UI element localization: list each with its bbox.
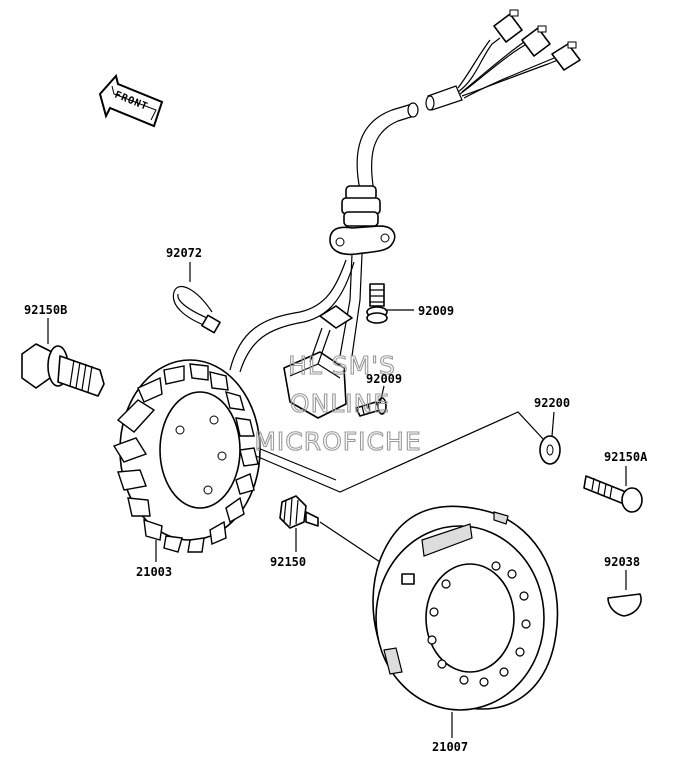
label-92009-upper: 92009 — [418, 304, 454, 318]
watermark: HL SM'S ONLINE MICROFICHE — [254, 350, 421, 456]
label-92150B: 92150B — [24, 303, 67, 317]
svg-text:ONLINE: ONLINE — [290, 389, 390, 418]
label-92150: 92150 — [270, 555, 306, 569]
bolt-92150A — [583, 475, 643, 513]
label-21007: 21007 — [432, 740, 468, 754]
wire-harness — [356, 9, 581, 193]
screw-92009-upper — [366, 283, 388, 324]
rotor — [372, 505, 559, 711]
bolt-92150 — [279, 495, 319, 529]
pickup-coil — [283, 305, 353, 419]
connector-1 — [493, 9, 523, 43]
connector-2 — [521, 25, 551, 57]
stator — [112, 359, 261, 553]
front-arrow: FRONT — [98, 73, 164, 128]
clamp-92072 — [172, 286, 221, 334]
label-92150A: 92150A — [604, 450, 648, 464]
label-92200: 92200 — [534, 396, 570, 410]
svg-text:HL SM'S: HL SM'S — [288, 351, 396, 380]
washer-92200 — [539, 435, 561, 465]
connector-3 — [551, 41, 581, 71]
key-92038 — [607, 593, 642, 617]
grommet-bracket — [329, 185, 396, 357]
leader-lines — [47, 262, 627, 738]
svg-text:MICROFICHE: MICROFICHE — [254, 427, 421, 456]
label-92009-lower: 92009 — [366, 372, 402, 386]
label-21003: 21003 — [136, 565, 172, 579]
bolt-92150B — [21, 343, 105, 397]
label-92038: 92038 — [604, 555, 640, 569]
label-92072: 92072 — [166, 246, 202, 260]
